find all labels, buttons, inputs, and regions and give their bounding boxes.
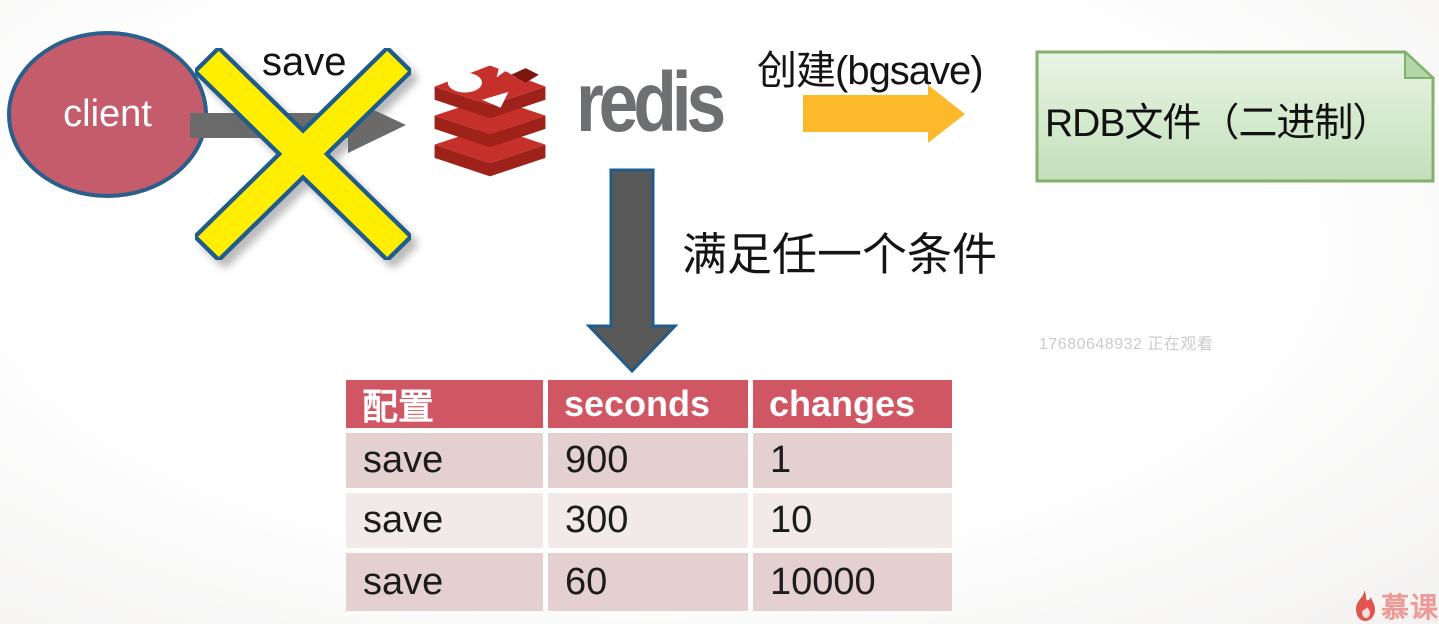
viewer-watermark: 17680648932 正在观看 — [1039, 336, 1214, 353]
table-cell: save — [346, 553, 543, 611]
redis-logo-icon — [434, 49, 546, 177]
table-cell: 10000 — [753, 553, 952, 611]
client-label: client — [63, 93, 152, 135]
bgsave-arrow-label: 创建(bgsave) — [757, 49, 984, 93]
flame-icon — [1356, 590, 1375, 621]
down-arrow-icon — [586, 168, 678, 374]
table-cell: 60 — [548, 553, 748, 611]
table-cell: save — [346, 433, 543, 488]
table-cell: save — [346, 493, 543, 548]
rdb-file-shape — [1035, 49, 1436, 183]
rdb-file-node: RDB文件（二进制） — [1035, 49, 1436, 183]
save-label: save — [262, 40, 347, 84]
table-cell: 1 — [753, 433, 952, 488]
bgsave-arrow-icon — [803, 85, 965, 143]
rdb-file-label: RDB文件（二进制） — [1045, 101, 1391, 145]
save-config-table: 配置 seconds changes save 900 1 save 300 1… — [346, 380, 952, 611]
cross-icon — [195, 48, 411, 260]
table-header-changes: changes — [753, 380, 952, 428]
client-node: client — [7, 31, 208, 198]
brand-name: 慕课 — [1381, 592, 1439, 623]
table-cell: 900 — [548, 433, 748, 488]
table-header-config: 配置 — [346, 380, 543, 428]
redis-wordmark: redis — [576, 55, 726, 149]
table-header-seconds: seconds — [548, 380, 748, 428]
condition-label: 满足任一个条件 — [682, 229, 998, 280]
table-cell: 300 — [548, 493, 748, 548]
brand-logo: 慕课 — [1352, 590, 1439, 622]
table-cell: 10 — [753, 493, 952, 548]
